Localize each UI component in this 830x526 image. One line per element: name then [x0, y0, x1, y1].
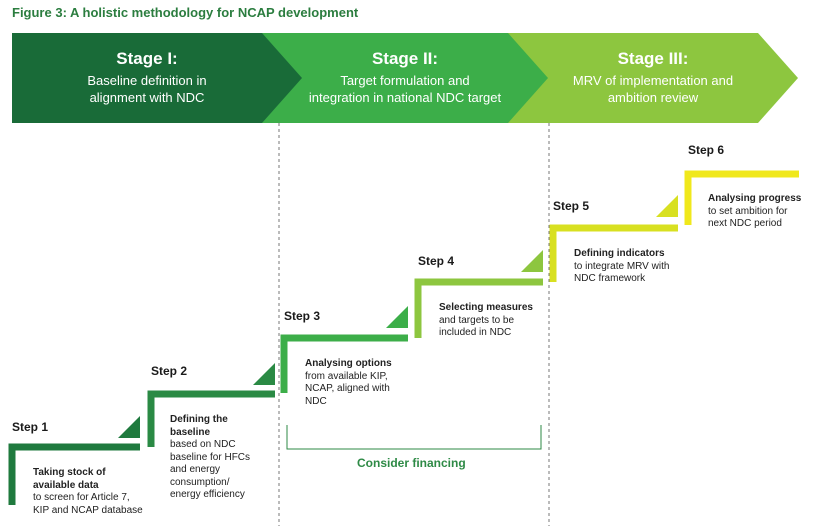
step-1-triangle	[118, 416, 140, 438]
step-2-label: Step 2	[151, 364, 188, 378]
step-4-heading-line1: Selecting measures	[439, 302, 533, 313]
stage-1-subtitle-line1: Baseline definition in	[87, 73, 207, 88]
step-2-body-line4: consumption/	[170, 476, 230, 488]
step-6-body-line1: to set ambition for	[708, 205, 788, 217]
step-1-body-line1: to screen for Article 7,	[33, 492, 130, 503]
step-5-body-line1: to integrate MRV with	[574, 260, 670, 272]
stage-1-title: Stage I:	[116, 49, 178, 68]
step-4-description: Selecting measures and targets to be inc…	[439, 302, 533, 340]
step-6-bracket	[684, 170, 799, 225]
step-3-description: Analysing options from available KIP, NC…	[305, 358, 392, 408]
step-1-description: Taking stock of available data to screen…	[33, 467, 143, 517]
stage-3-title: Stage III:	[617, 49, 689, 68]
step-1-bracket	[8, 443, 140, 505]
step-3-label: Step 3	[284, 309, 321, 323]
stage-1-text: Stage I: Baseline definition in alignmen…	[12, 48, 282, 106]
stage-2-text: Stage II: Target formulation and integra…	[272, 48, 538, 106]
step-1-heading-line1: Taking stock of	[33, 467, 106, 478]
step-4-body-line1: and targets to be	[439, 314, 515, 326]
step-3-triangle	[386, 306, 408, 328]
step-2-heading-line2: baseline	[170, 426, 211, 438]
step-5-triangle	[656, 195, 678, 217]
stage-1-subtitle-line2: alignment with NDC	[89, 90, 205, 105]
stage-3-chevron	[508, 33, 798, 123]
step-1-body-line2: KIP and NCAP database	[33, 504, 143, 516]
step-2-body-line5: energy efficiency	[170, 489, 245, 500]
step-1-label: Step 1	[12, 420, 49, 434]
step-3-body-line2: NCAP, aligned with	[305, 383, 390, 394]
stage-3-text: Stage III: MRV of implementation and amb…	[528, 48, 778, 106]
step-2-body-line1: based on NDC	[170, 439, 236, 450]
step-6-body-line2: next NDC period	[708, 218, 782, 229]
stage-2-subtitle-line2: integration in national NDC target	[308, 90, 502, 105]
consider-financing-label: Consider financing	[357, 456, 466, 470]
step-6-heading-line1: Analysing progress	[708, 193, 802, 204]
step-1-heading-line2: available data	[33, 479, 99, 491]
step-3-body-line1: from available KIP,	[305, 370, 388, 382]
step-2-triangle	[253, 363, 275, 385]
step-4-body-line2: included in NDC	[439, 327, 512, 338]
step-4-label: Step 4	[418, 254, 455, 268]
step-5-body-line2: NDC framework	[574, 273, 646, 284]
step-3-body-line3: NDC	[305, 395, 327, 407]
stage-3-subtitle-line1: MRV of implementation and	[572, 73, 734, 88]
stage-3-subtitle-line2: ambition review	[607, 90, 699, 105]
stage-2-title: Stage II:	[371, 49, 439, 68]
step-5-description: Defining indicators to integrate MRV wit…	[574, 248, 669, 286]
stage-2-subtitle-line1: Target formulation and	[340, 73, 470, 88]
step-5-bracket	[549, 224, 678, 282]
step-3-bracket	[280, 334, 408, 393]
figure-title: Figure 3: A holistic methodology for NCA…	[12, 5, 359, 20]
step-5-label: Step 5	[553, 199, 590, 213]
step-2-body-line2: baseline for HFCs	[170, 451, 251, 463]
financing-bracket	[286, 425, 542, 450]
step-4-triangle	[521, 250, 543, 272]
step-3-heading-line1: Analysing options	[305, 358, 392, 369]
step-5-heading-line1: Defining indicators	[574, 248, 665, 259]
step-6-label: Step 6	[688, 143, 725, 157]
step-4-bracket	[414, 278, 543, 338]
step-2-heading-line1: Defining the	[170, 414, 228, 425]
step-2-description: Defining the baseline based on NDC basel…	[170, 414, 250, 502]
step-6-description: Analysing progress to set ambition for n…	[708, 193, 801, 231]
step-2-body-line3: and energy	[170, 464, 221, 475]
stage-1-chevron	[12, 33, 302, 123]
step-2-bracket	[147, 390, 275, 447]
stage-2-chevron	[262, 33, 548, 123]
